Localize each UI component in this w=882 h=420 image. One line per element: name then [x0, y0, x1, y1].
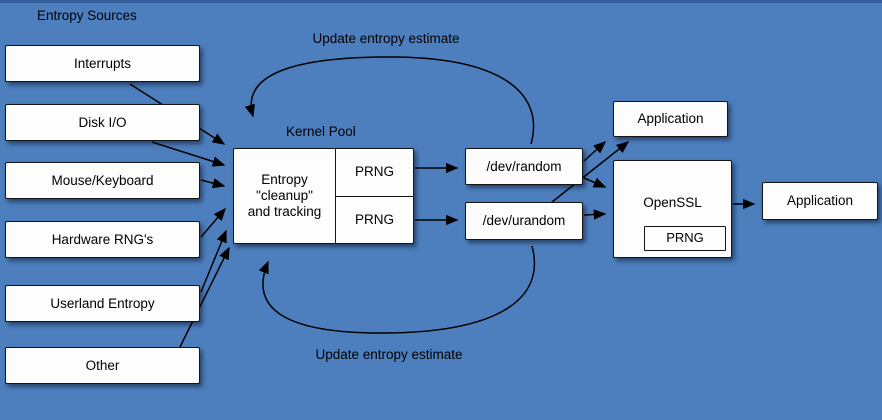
- application-label: Application: [637, 111, 704, 127]
- source-box-hardware-rngs: Hardware RNG's: [5, 221, 200, 258]
- arrow-userland-to-pool: [200, 229, 227, 293]
- source-label: Other: [85, 357, 120, 373]
- arrow-devurandom-to-openssl: [583, 209, 607, 220]
- openssl-label: OpenSSL: [643, 195, 702, 210]
- entropy-cleanup-cell: Entropy "cleanup" and tracking: [234, 149, 336, 243]
- source-box-interrupts: Interrupts: [5, 45, 200, 82]
- arrow-other-to-pool: [179, 246, 230, 348]
- arrow-update-entropy-top: [244, 56, 535, 145]
- arrow-update-entropy-bottom: [258, 245, 536, 334]
- arrow-devurandom-to-application: [551, 141, 630, 203]
- source-box-mouse-keyboard: Mouse/Keyboard: [5, 162, 200, 199]
- update-entropy-estimate-top-label: Update entropy estimate: [312, 31, 460, 46]
- top-edge-strip: [0, 0, 882, 3]
- application-top-box: Application: [613, 101, 728, 137]
- application-label: Application: [786, 193, 854, 209]
- arrow-devrandom-to-application: [583, 140, 607, 162]
- kernel-pool-box: Entropy "cleanup" and tracking PRNG PRNG: [233, 148, 414, 244]
- entropy-cleanup-line: Entropy: [261, 172, 308, 188]
- source-box-userland-entropy: Userland Entropy: [5, 285, 200, 322]
- source-label: Hardware RNG's: [51, 231, 154, 247]
- openssl-prng-box: PRNG: [644, 226, 726, 251]
- device-label: /dev/urandom: [482, 213, 566, 229]
- arrow-diskio-to-pool: [151, 141, 226, 167]
- arrow-devrandom-to-openssl: [583, 177, 607, 188]
- source-label: Userland Entropy: [50, 295, 155, 311]
- prng-bottom-cell: PRNG: [354, 211, 394, 227]
- dev-random-box: /dev/random: [465, 148, 583, 185]
- source-label: Interrupts: [73, 55, 132, 71]
- kernel-pool-prng-column: PRNG PRNG: [336, 149, 413, 243]
- device-label: /dev/random: [486, 158, 562, 174]
- entropy-sources-heading: Entropy Sources: [37, 8, 137, 23]
- openssl-box: OpenSSL PRNG: [613, 160, 732, 258]
- source-label: Disk I/O: [78, 114, 127, 130]
- dev-urandom-box: /dev/urandom: [465, 202, 583, 240]
- source-label: Mouse/Keyboard: [51, 172, 154, 188]
- entropy-cleanup-line: "cleanup": [256, 188, 313, 204]
- source-box-disk-io: Disk I/O: [5, 104, 200, 141]
- kernel-pool-heading: Kernel Pool: [286, 124, 356, 139]
- prng-top-cell: PRNG: [336, 149, 413, 197]
- entropy-cleanup-line: and tracking: [247, 203, 322, 219]
- source-box-other: Other: [5, 347, 200, 384]
- application-right-box: Application: [762, 182, 878, 220]
- arrow-mousekbd-to-pool: [200, 178, 226, 189]
- arrow-hwrng-to-pool: [200, 207, 226, 238]
- update-entropy-estimate-bottom-label: Update entropy estimate: [315, 347, 463, 362]
